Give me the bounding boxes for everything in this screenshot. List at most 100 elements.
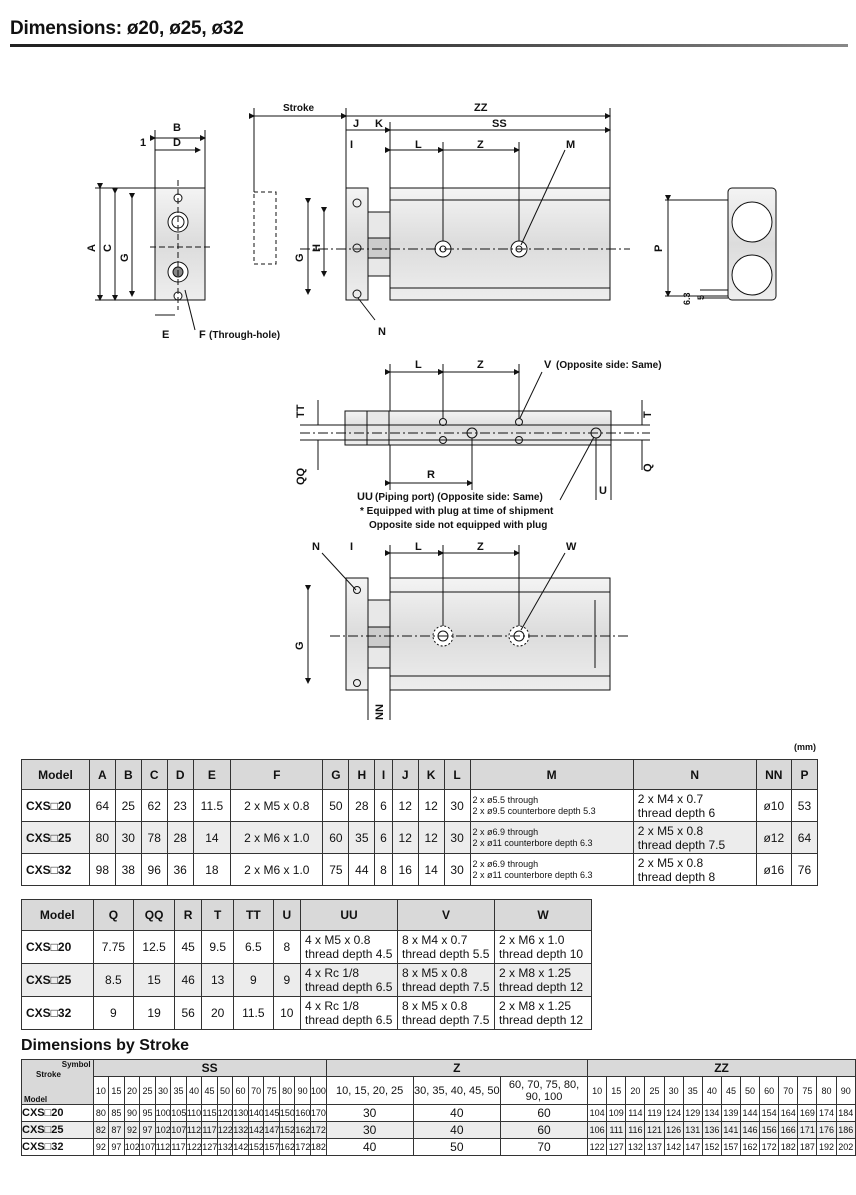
label-p: P: [653, 245, 665, 252]
cell: 2 x M6 x 1.0: [230, 821, 324, 854]
label-g: G: [119, 253, 131, 262]
cell: 50: [322, 789, 350, 822]
cell: 76: [790, 853, 819, 886]
th-j: J: [391, 759, 419, 790]
cell: 142: [247, 1121, 265, 1139]
cell: 14: [417, 853, 445, 886]
label-l-bottom: L: [415, 541, 422, 553]
top-view: [249, 108, 630, 321]
cell: 172: [294, 1138, 311, 1156]
cell: 107: [139, 1138, 156, 1156]
stroke-cell: 75: [263, 1076, 280, 1105]
cell: 30: [443, 853, 471, 886]
cell: 150: [278, 1104, 296, 1122]
stroke-cell: 30: [154, 1076, 172, 1105]
th-f: F: [230, 759, 324, 790]
stroke-cell: 60: [759, 1076, 780, 1105]
cell-n-line1: 2 x M4 x 0.7: [637, 791, 704, 806]
corner-symbol: Symbol: [61, 1060, 91, 1069]
label-v: V: [544, 359, 552, 371]
cell: 164: [778, 1104, 799, 1122]
technical-drawing: B D 1 A C G E F (Through-hole) Stroke ZZ…: [86, 102, 777, 720]
stroke-cell: 60, 70, 75, 80, 90, 100: [499, 1076, 589, 1105]
label-uu: UU: [357, 491, 373, 503]
cell: 156: [759, 1121, 780, 1139]
cell: 129: [682, 1104, 703, 1122]
cell-line1: 4 x Rc 1/8: [305, 999, 360, 1013]
stroke-cell: 25: [139, 1076, 156, 1105]
cell: ø10: [755, 789, 792, 822]
cell-model: CXS□25: [21, 821, 90, 854]
th-g: G: [322, 759, 350, 790]
cell: 102: [154, 1121, 172, 1139]
label-t: T: [642, 411, 654, 418]
cell: 12: [417, 821, 445, 854]
th-i: I: [374, 759, 393, 790]
label-6-3: 6.3: [682, 292, 692, 305]
cell: 107: [170, 1121, 187, 1139]
cell: 154: [759, 1104, 780, 1122]
cell: 95: [139, 1104, 156, 1122]
cell: 96: [140, 853, 168, 886]
cell: 160: [294, 1104, 311, 1122]
th-tt: TT: [233, 899, 274, 931]
cell: 147: [682, 1138, 703, 1156]
stroke-cell: 40: [701, 1076, 722, 1105]
unit-label: (mm): [794, 742, 816, 752]
cell-model: CXS□25: [21, 963, 94, 997]
stroke-cell: 30, 35, 40, 45, 50: [412, 1076, 501, 1105]
section-title-by-stroke: Dimensions by Stroke: [21, 1037, 190, 1054]
label-r: R: [427, 469, 435, 481]
table-row: CXS□20 64 25 62 23 11.5 2 x M5 x 0.8 50 …: [21, 789, 819, 822]
label-f: F: [199, 329, 206, 341]
cell: 80: [88, 821, 116, 854]
label-nn: NN: [374, 704, 386, 720]
cell: 202: [835, 1138, 856, 1156]
cell: 92: [123, 1121, 141, 1139]
cell: 87: [108, 1121, 125, 1139]
label-z-side: Z: [477, 359, 484, 371]
cell-line1: 8 x M5 x 0.8: [402, 999, 468, 1013]
label-i-bottom: I: [350, 541, 353, 553]
cell: 8.5: [92, 963, 135, 997]
cell: 117: [170, 1138, 187, 1156]
label-d: D: [173, 137, 181, 149]
cell-line1: 2 x M6 x 1.0: [499, 933, 565, 947]
cell-line2: thread depth 12: [499, 980, 584, 994]
cell: 56: [173, 996, 203, 1030]
cell: 157: [263, 1138, 280, 1156]
cell: 53: [790, 789, 819, 822]
cell: 9: [272, 963, 302, 997]
cell: 30: [443, 789, 471, 822]
label-l: L: [415, 139, 422, 151]
cell: 127: [201, 1138, 218, 1156]
cell: 30: [325, 1121, 414, 1139]
cell: 162: [739, 1138, 761, 1156]
cell-model: CXS□20: [21, 1104, 94, 1122]
cell-n-line2: thread depth 7.5: [637, 837, 726, 852]
cell-m-line2: 2 x ø9.5 counterbore depth 5.3: [472, 805, 596, 816]
label-g-bottom: G: [294, 641, 306, 650]
cell-m-line2: 2 x ø11 counterbore depth 6.3: [472, 837, 593, 848]
stroke-cell: 100: [309, 1076, 327, 1105]
cell: 142: [232, 1138, 249, 1156]
cell-line1: 2 x M8 x 1.25: [499, 966, 572, 980]
cell: 106: [587, 1121, 608, 1139]
cell: 172: [309, 1121, 327, 1139]
cell: 132: [216, 1138, 234, 1156]
cell: 97: [108, 1138, 125, 1156]
cell-line1: 4 x M5 x 0.8: [305, 933, 371, 947]
cell-n-line1: 2 x M5 x 0.8: [637, 823, 704, 838]
corner-model: Model: [24, 1095, 48, 1104]
label-through-hole: (Through-hole): [209, 330, 280, 341]
cell: 131: [682, 1121, 703, 1139]
